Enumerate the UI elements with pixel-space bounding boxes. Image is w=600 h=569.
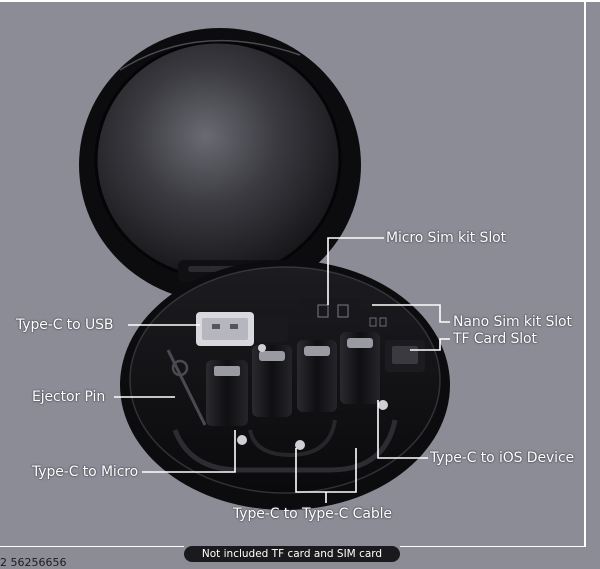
leader-lines <box>114 237 450 503</box>
bottom-border-right <box>400 546 586 547</box>
leader-type-c-ios <box>377 400 428 459</box>
adapter-plugs <box>206 332 388 450</box>
sim-card-slots <box>300 298 425 372</box>
label-nano-sim-slot: Nano Sim kit Slot <box>453 314 572 330</box>
usb-a-plug <box>196 312 288 346</box>
leader-type-c-micro <box>142 430 236 473</box>
label-micro-sim-slot: Micro Sim kit Slot <box>386 230 506 246</box>
label-type-c-to-type-c-cable: Type-C to Type-C Cable <box>233 506 392 522</box>
bottom-border-left <box>0 546 184 547</box>
leader-nano-sim <box>372 304 450 323</box>
leader-micro-sim <box>327 237 384 305</box>
right-border <box>584 0 586 546</box>
top-border <box>0 0 600 2</box>
label-type-c-to-micro: Type-C to Micro <box>32 464 139 480</box>
label-type-c-to-usb: Type-C to USB <box>16 317 114 333</box>
label-type-c-to-ios: Type-C to iOS Device <box>430 450 575 466</box>
label-ejector-pin: Ejector Pin <box>32 389 106 405</box>
disclaimer-badge: Not included TF card and SIM card <box>184 546 400 562</box>
cut-off-text: 2 56256656 <box>0 556 67 569</box>
leader-tf-card <box>410 338 450 351</box>
label-tf-card-slot: TF Card Slot <box>453 331 537 347</box>
case-lid <box>79 28 361 302</box>
